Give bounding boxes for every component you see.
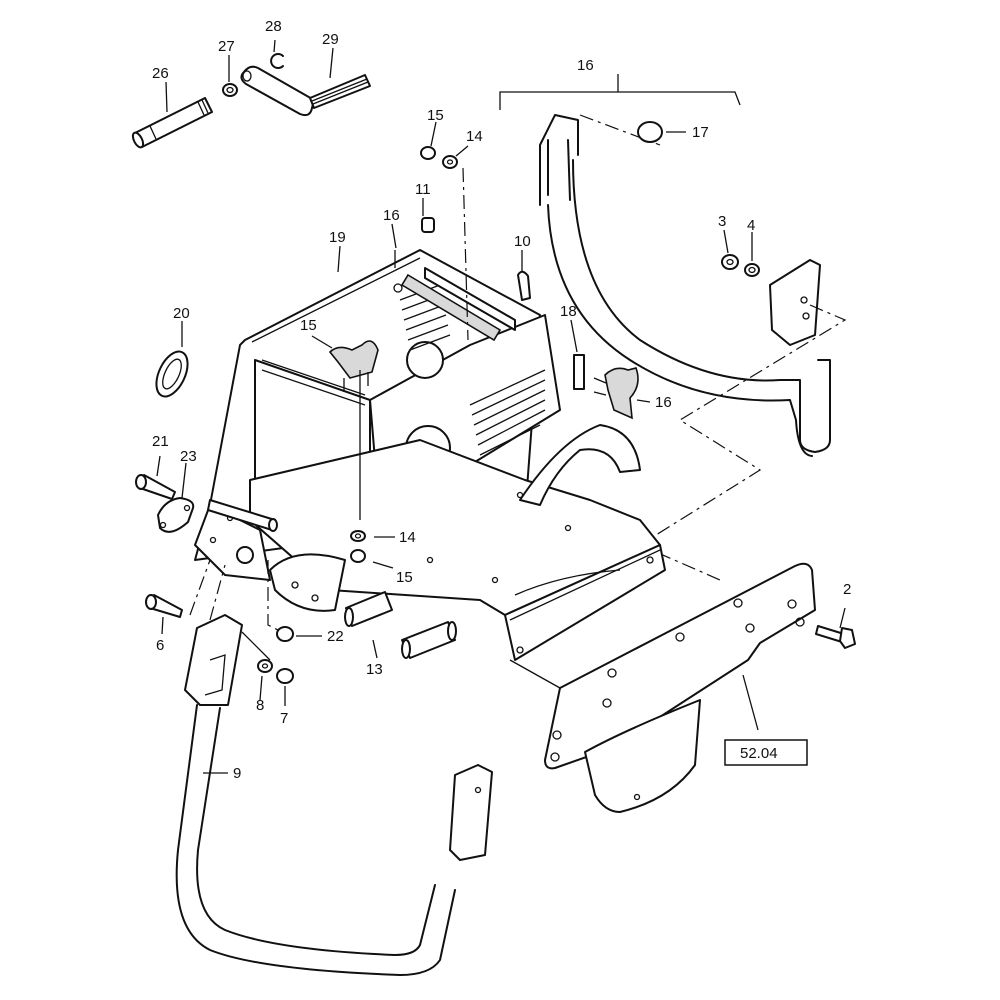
callout-10: 10 (514, 233, 531, 250)
part-3-nut (721, 254, 739, 270)
callout-6: 6 (156, 637, 164, 654)
callout-24: 22 (327, 628, 344, 645)
part-6-bolt (145, 594, 183, 618)
callout-21: 19 (329, 229, 346, 246)
part-20-plate (573, 354, 585, 390)
part-26-shaft (131, 97, 213, 149)
callout-29: 29 (322, 31, 339, 48)
callout-2: 2 (843, 581, 851, 598)
callout-18: 16 (577, 57, 594, 74)
part-19-plug (637, 121, 663, 143)
part-24-nut (276, 626, 294, 642)
callout-26: 26 (152, 65, 169, 82)
callout-14-upper: 14 (466, 128, 483, 145)
part-16-wing-nut-left (328, 340, 379, 392)
part-15-nut-upper (420, 146, 436, 160)
reference-box: 52.04 (724, 739, 808, 766)
part-22-ring (155, 350, 189, 398)
part-27-washer (222, 83, 238, 97)
callout-15-upper: 15 (427, 107, 444, 124)
part-16-wing-nut-right (593, 367, 639, 420)
part-4-washer (744, 263, 760, 277)
callout-15-lower: 15 (396, 569, 413, 586)
part-29-lever (240, 65, 371, 117)
callout-19: 17 (692, 124, 709, 141)
part-9-left-handle (175, 614, 493, 976)
part-14-washer-lower (350, 530, 366, 542)
part-7-nut (276, 668, 294, 684)
part-28-clip (270, 53, 284, 69)
callout-14-lower: 14 (399, 529, 416, 546)
callout-13: 13 (366, 661, 383, 678)
callout-20: 18 (560, 303, 577, 320)
callout-28: 28 (265, 18, 282, 35)
part-2-bolt (815, 625, 856, 649)
callout-labels: 26 27 28 29 16 17 15 14 11 10 16 19 3 4 … (152, 18, 851, 782)
part-11-cap (421, 217, 435, 233)
part-23-bolt (135, 474, 176, 500)
part-15-nut-lower (350, 549, 366, 563)
part-13-spring-pins (344, 591, 457, 659)
callout-27: 27 (218, 38, 235, 55)
callout-8: 8 (256, 697, 264, 714)
callout-22: 20 (173, 305, 190, 322)
part-25-cover (157, 497, 195, 533)
callout-11: 11 (415, 181, 431, 198)
callout-16-left: 15 (300, 317, 317, 334)
mounting-plate-52-04 (509, 562, 816, 813)
callout-16-right: 16 (655, 394, 672, 411)
leader-lines (156, 39, 846, 774)
part-8-washer (257, 659, 273, 673)
callout-4: 4 (747, 217, 755, 234)
reference-label: 52.04 (740, 745, 778, 762)
callout-25: 23 (180, 448, 197, 465)
callout-7: 7 (280, 710, 288, 727)
chassis-lower-box (194, 424, 666, 661)
callout-9: 9 (233, 765, 241, 782)
callout-17: 16 (383, 207, 400, 224)
callout-3: 3 (718, 213, 726, 230)
part-18-right-handle (499, 91, 831, 457)
part-10-clip (517, 270, 531, 301)
callout-23: 21 (152, 433, 169, 450)
part-14-washer-upper (442, 155, 458, 169)
